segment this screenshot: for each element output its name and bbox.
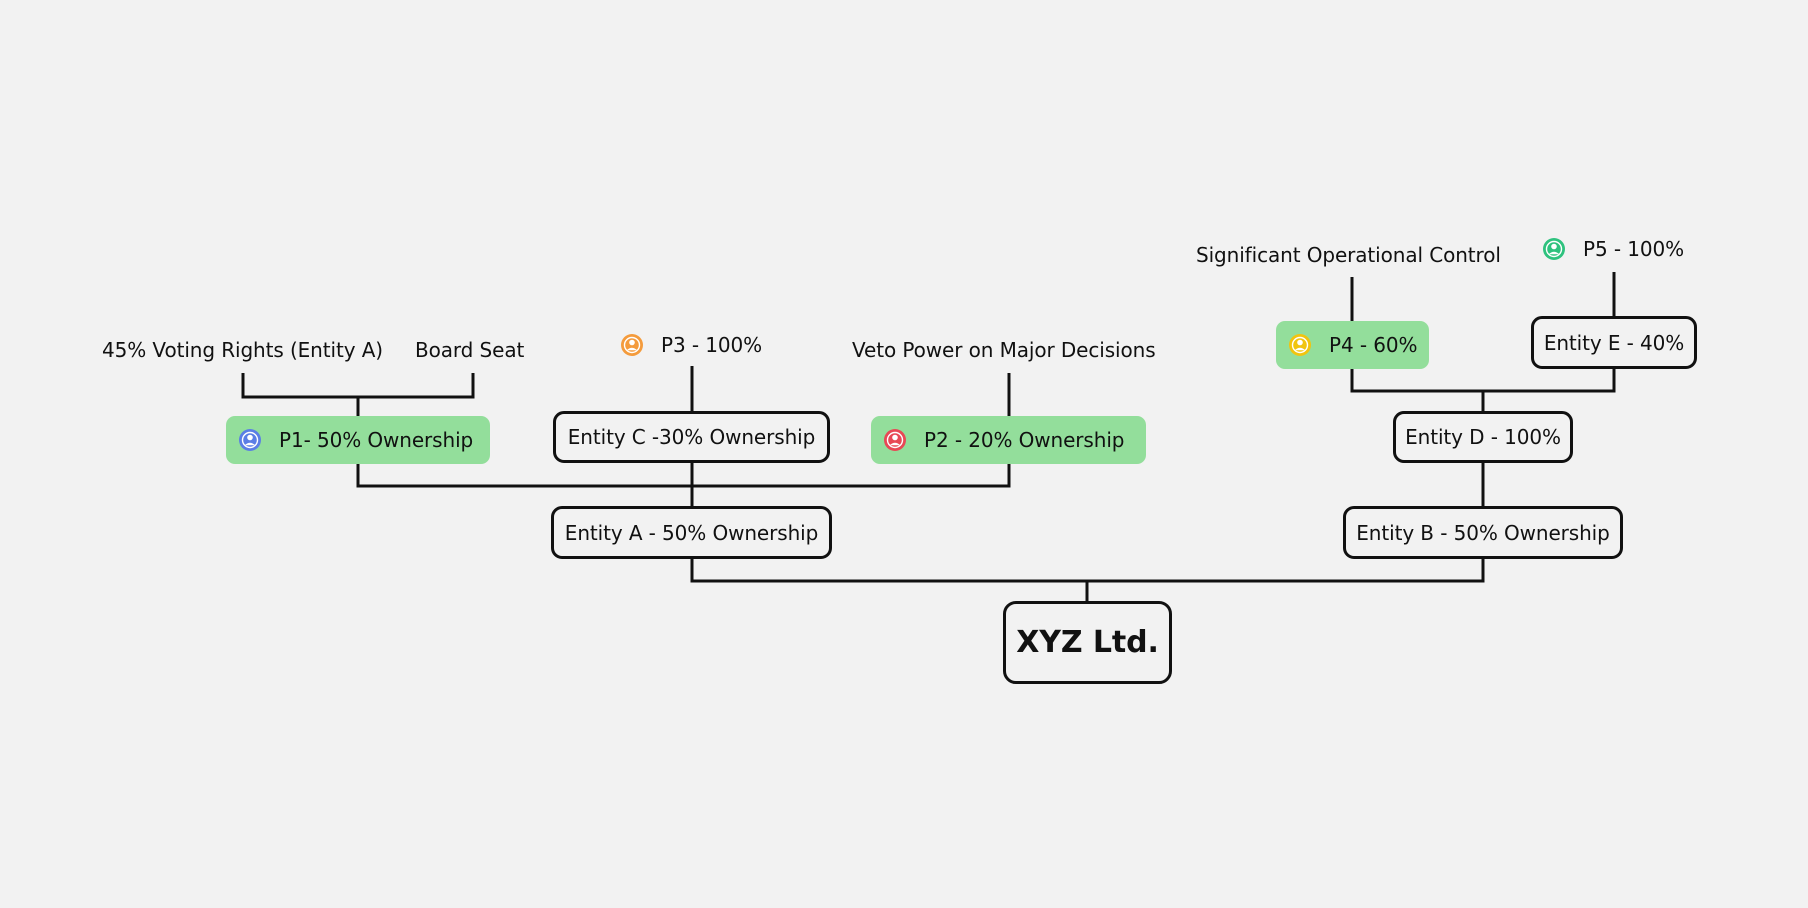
- connector-entity-d-to-owners: [1350, 369, 1616, 411]
- person-icon: [883, 428, 907, 452]
- person-icon: [238, 428, 262, 452]
- connector-root-to-entities: [690, 559, 1485, 601]
- entity-c-box[interactable]: Entity C -30% Ownership: [553, 411, 830, 463]
- p1-owner-label: P1- 50% Ownership: [279, 428, 474, 452]
- operational-control-note: Significant Operational Control: [1196, 243, 1501, 267]
- person-icon: [1288, 333, 1312, 357]
- entity-c-label: Entity C -30% Ownership: [567, 425, 816, 449]
- root-company-label: XYZ Ltd.: [1016, 625, 1159, 660]
- p3-owner[interactable]: P3 - 100%: [620, 328, 762, 362]
- connector-p1-to-rights: [241, 373, 475, 416]
- p5-owner-label: P5 - 100%: [1583, 237, 1684, 261]
- p5-owner[interactable]: P5 - 100%: [1542, 232, 1684, 266]
- entity-e-label: Entity E - 40%: [1543, 330, 1685, 355]
- voting-rights-note: 45% Voting Rights (Entity A): [102, 338, 383, 362]
- entity-b-label: Entity B - 50% Ownership: [1356, 520, 1610, 545]
- entity-a-label: Entity A - 50% Ownership: [564, 520, 819, 545]
- entity-e-box[interactable]: Entity E - 40%: [1531, 316, 1697, 369]
- p1-owner-box[interactable]: P1- 50% Ownership: [226, 416, 490, 464]
- connector-entity-a-to-owners: [356, 463, 1011, 506]
- veto-power-note: Veto Power on Major Decisions: [852, 338, 1156, 362]
- entity-d-box[interactable]: Entity D - 100%: [1393, 411, 1573, 463]
- entity-a-box[interactable]: Entity A - 50% Ownership: [551, 506, 832, 559]
- p4-owner-box[interactable]: P4 - 60%: [1276, 321, 1429, 369]
- p2-owner-box[interactable]: P2 - 20% Ownership: [871, 416, 1146, 464]
- board-seat-note: Board Seat: [415, 338, 525, 362]
- person-icon: [620, 333, 644, 357]
- p4-owner-label: P4 - 60%: [1329, 333, 1418, 357]
- person-icon: [1542, 237, 1566, 261]
- p3-owner-label: P3 - 100%: [661, 333, 762, 357]
- entity-b-box[interactable]: Entity B - 50% Ownership: [1343, 506, 1623, 559]
- p2-owner-label: P2 - 20% Ownership: [924, 428, 1125, 452]
- entity-d-label: Entity D - 100%: [1405, 425, 1561, 449]
- root-company-box[interactable]: XYZ Ltd.: [1003, 601, 1172, 684]
